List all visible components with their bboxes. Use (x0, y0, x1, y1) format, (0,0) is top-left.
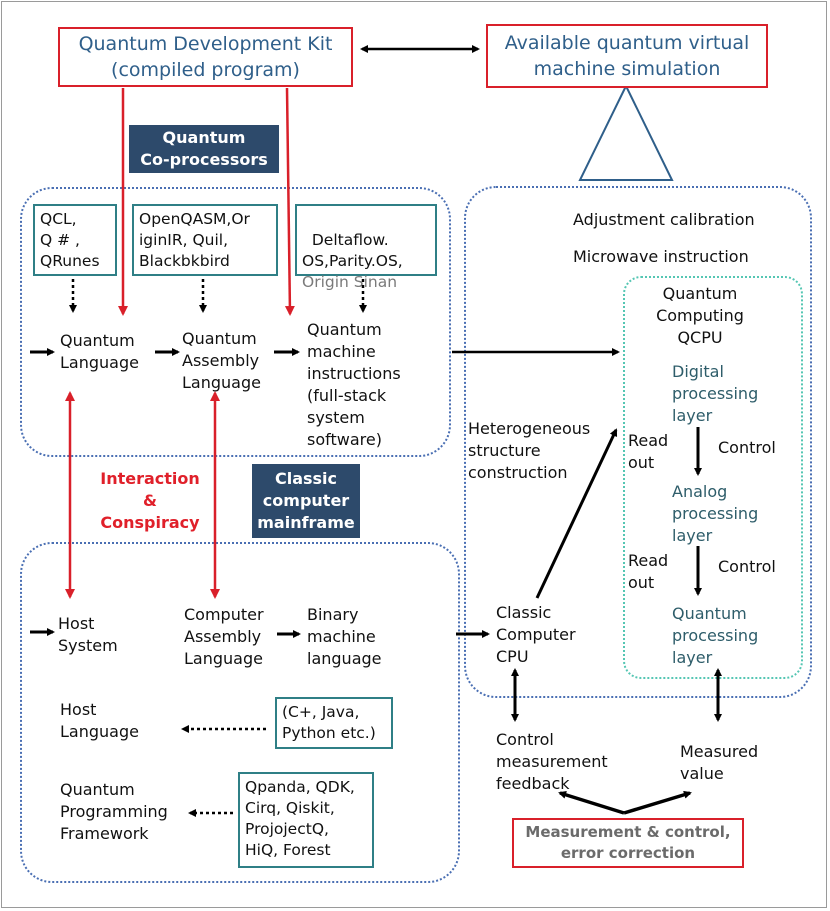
quantum-virtual-machine-box: Available quantum virtual machine simula… (486, 24, 768, 88)
microwave-instruction-label: Microwave instruction (573, 247, 749, 266)
computer-assembly-language-label: Computer Assembly Language (184, 605, 264, 668)
machine-instruction-examples-box: Deltaflow. OS,Parity.OS, Origin Sinan (295, 204, 437, 291)
origin-sinan-text: Origin Sinan (302, 273, 398, 291)
quantum-processing-layer: Quantum processing layer (672, 604, 759, 667)
host-languages-box: (C+, Java, Python etc.) (275, 697, 393, 749)
interaction-label: Interaction & Conspiracy (100, 469, 200, 532)
control-label-1: Control (718, 438, 776, 457)
quantum-machine-instructions-label: Quantum machine instructions (full-stack… (307, 320, 401, 449)
coprocessors-label: Quantum Co-processors (129, 125, 279, 173)
machine-instruction-examples-text: Deltaflow. OS,Parity.OS, (302, 231, 403, 270)
readout-label-1: Read out (628, 431, 669, 472)
qcpu-title: Quantum Computing QCPU (656, 284, 744, 347)
qdk-to-machine-instructions (284, 87, 295, 316)
classic-mainframe-region (20, 542, 460, 883)
measurement-error-correction-box: Measurement & control, error correction (512, 818, 744, 868)
assembly-language-examples-box: OpenQASM,Or iginIR, Quil, Blackbkbird (132, 204, 278, 276)
quantum-coprocessor-region (20, 187, 451, 457)
cpu-to-qcpu (535, 428, 618, 599)
quantum-hardware-region (464, 186, 812, 698)
classic-computer-cpu-label: Classic Computer CPU (496, 603, 576, 666)
digital-processing-layer: Digital processing layer (672, 362, 759, 425)
measured-value-label: Measured value (680, 742, 759, 783)
readout-label-2: Read out (628, 551, 669, 592)
qcpu-region (623, 276, 803, 679)
quantum-assembly-language-label: Quantum Assembly Language (182, 329, 261, 392)
mainframe-label: Classic computer mainframe (252, 464, 360, 538)
host-system-label: Host System (58, 614, 118, 655)
host-language-label: Host Language (60, 700, 139, 741)
quantum-language-examples-box: QCL, Q # , QRunes (33, 204, 117, 276)
analog-processing-layer: Analog processing layer (672, 482, 759, 545)
quantum-language-label: Quantum Language (60, 331, 139, 372)
control-measurement-feedback-label: Control measurement feedback (496, 730, 608, 793)
quantum-programming-framework-label: Quantum Programming Framework (60, 780, 168, 843)
heterogeneous-structure-label: Heterogeneous structure construction (468, 419, 591, 482)
binary-machine-language-label: Binary machine language (307, 605, 382, 668)
adjustment-calibration-label: Adjustment calibration (573, 210, 755, 229)
control-label-2: Control (718, 557, 776, 576)
frameworks-box: Qpanda, QDK, Cirq, Qiskit, ProjojectQ, H… (238, 772, 374, 868)
quantum-development-kit-box: Quantum Development Kit (compiled progra… (58, 27, 353, 87)
